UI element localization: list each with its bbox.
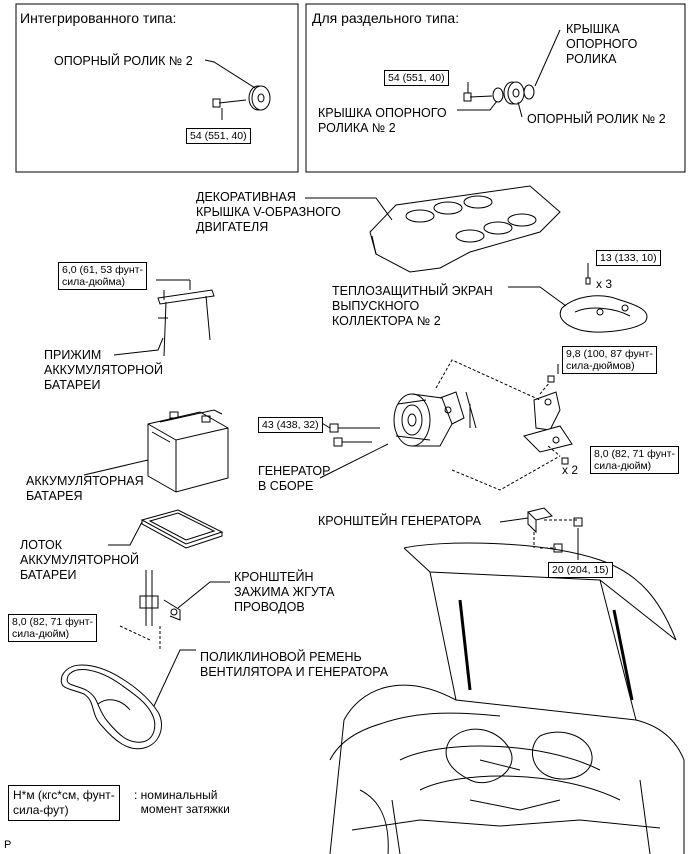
torque-idler-integrated: 54 (551, 40) bbox=[186, 128, 251, 144]
battery-clamp-label: ПРИЖИМ АККУМУЛЯТОРНОЙ БАТАРЕИ bbox=[44, 348, 164, 392]
engine-cover-drawing bbox=[369, 185, 561, 273]
generator-label: ГЕНЕРАТОР В СБОРЕ bbox=[258, 464, 331, 493]
integrated-type-panel bbox=[15, 3, 299, 173]
idler-pulley-2-integrated-label: ОПОРНЫЙ РОЛИК № 2 bbox=[54, 54, 193, 68]
heat-shield-count: x 3 bbox=[596, 277, 613, 291]
idler-pulley-integrated-drawing bbox=[212, 85, 271, 111]
v-ribbed-belt-label: ПОЛИКЛИНОВОЙ РЕМЕНЬ ВЕНТИЛЯТОРА И ГЕНЕРА… bbox=[200, 650, 389, 679]
idler-pulley-separate-drawing bbox=[463, 81, 535, 105]
engine-cover-label: ДЕКОРАТИВНАЯ КРЫШКА V-ОБРАЗНОГО ДВИГАТЕЛ… bbox=[196, 190, 341, 234]
generator-drawing bbox=[393, 391, 465, 447]
battery-drawing bbox=[147, 409, 229, 493]
battery-tray-drawing bbox=[140, 509, 224, 549]
upper-bracket-drawing bbox=[523, 391, 573, 453]
v-ribbed-belt-drawing bbox=[60, 664, 162, 750]
idler-pulley-2-separate-label: ОПОРНЫЙ РОЛИК № 2 bbox=[527, 112, 666, 126]
torque-heat-shield: 13 (133, 10) bbox=[596, 250, 661, 266]
battery-tray-label: ЛОТОК АККУМУЛЯТОРНОЙ БАТАРЕИ bbox=[20, 538, 140, 582]
harness-bracket-drawing bbox=[139, 570, 181, 626]
battery-label: АККУМУЛЯТОРНАЯ БАТАРЕЯ bbox=[26, 474, 144, 503]
idler-pulley-cover-2-label: КРЫШКА ОПОРНОГО РОЛИКА № 2 bbox=[318, 106, 447, 135]
vehicle-engine-bay-drawing bbox=[329, 542, 685, 854]
torque-lower-bracket: 8,0 (82, 71 фунт- сила-дюйм) bbox=[590, 446, 679, 474]
lower-bracket-count: x 2 bbox=[562, 463, 579, 477]
legend-unit-box: Н*м (кгс*см, фунт- сила-фут) bbox=[8, 785, 120, 821]
torque-generator: 43 (438, 32) bbox=[258, 417, 323, 433]
battery-clamp-drawing bbox=[157, 280, 215, 357]
heat-shield-drawing bbox=[559, 295, 648, 333]
legend-description: : номинальный момент затяжки bbox=[134, 788, 230, 816]
separate-type-panel bbox=[305, 3, 686, 173]
separate-type-title: Для раздельного типа: bbox=[312, 10, 460, 26]
harness-bracket-label: КРОНШТЕЙН ЗАЖИМА ЖГУТА ПРОВОДОВ bbox=[234, 570, 335, 614]
generator-bracket-label: КРОНШТЕЙН ГЕНЕРАТОРА bbox=[318, 514, 481, 528]
torque-upper-bracket: 9,8 (100, 87 фунт- сила-дюймов) bbox=[562, 346, 657, 374]
torque-idler-separate: 54 (551, 40) bbox=[384, 70, 449, 86]
torque-battery-clamp: 6,0 (61, 53 фунт- сила-дюйма) bbox=[58, 262, 147, 290]
torque-harness-bracket: 8,0 (82, 71 фунт- сила-дюйм) bbox=[8, 614, 97, 642]
idler-pulley-cover-label: КРЫШКА ОПОРНОГО РОЛИКА bbox=[566, 22, 638, 66]
torque-generator-bracket: 20 (204, 15) bbox=[548, 562, 613, 578]
generator-bracket-drawing bbox=[527, 507, 553, 534]
footer-code: P bbox=[4, 839, 12, 851]
integrated-type-title: Интегрированного типа: bbox=[20, 10, 177, 26]
heat-shield-label: ТЕПЛОЗАЩИТНЫЙ ЭКРАН ВЫПУСКНОГО КОЛЛЕКТОР… bbox=[332, 284, 493, 328]
